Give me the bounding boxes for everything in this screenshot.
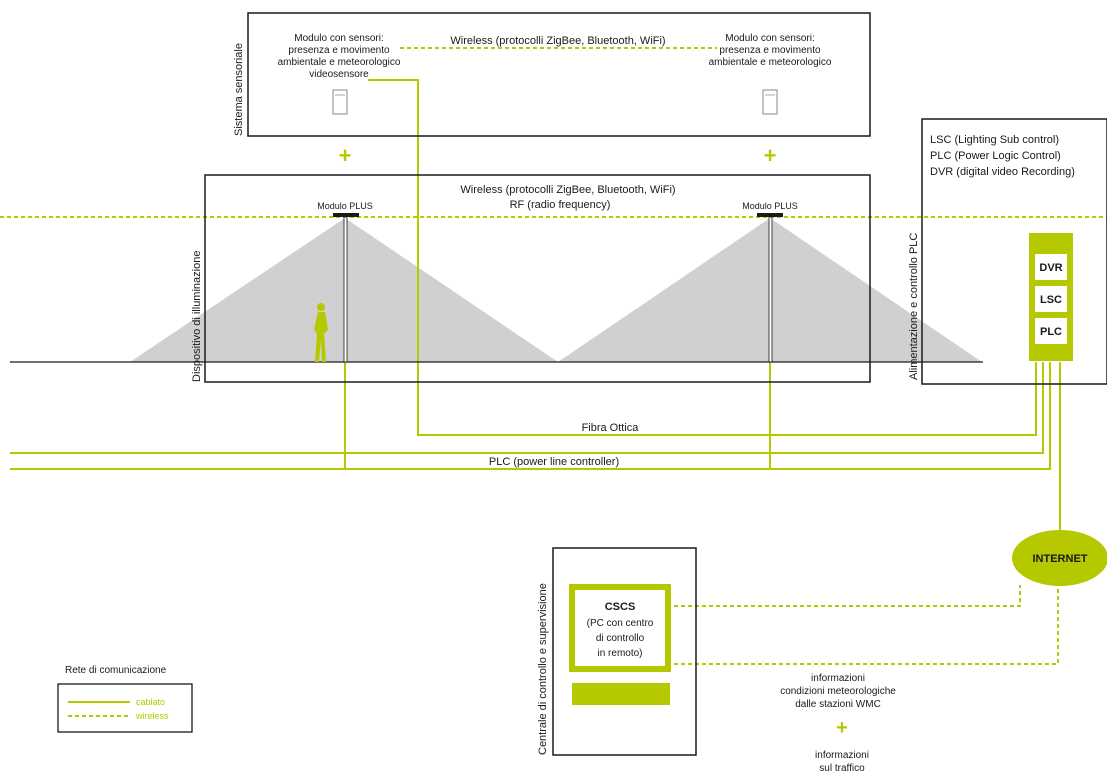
- lamp-head-left: [333, 213, 359, 217]
- dvr-unit: [1035, 254, 1067, 280]
- plc-unit-label: PLC: [1040, 326, 1062, 338]
- internet-label: INTERNET: [1033, 553, 1088, 565]
- power-control-line3: DVR (digital video Recording): [930, 166, 1075, 178]
- cscs-weather-wireless: [667, 585, 1059, 665]
- power-control-line1: LSC (Lighting Sub control): [930, 134, 1059, 146]
- fiber-optic-link: [368, 79, 1037, 436]
- sensor-module-left-line1: Modulo con sensori:: [294, 33, 384, 44]
- sensor-device-left-icon: [332, 89, 348, 115]
- cscs-line1: (PC con centro: [587, 618, 654, 629]
- plus-icon-left: +: [339, 143, 352, 168]
- power-control-title: Alimentazione e controllo PLC: [908, 233, 920, 380]
- cscs-monitor: [569, 584, 671, 672]
- wired-links: [10, 79, 1061, 538]
- plc-secondary-line: [10, 362, 1044, 454]
- sensor-wireless-label: Wireless (protocolli ZigBee, Bluetooth, …: [450, 35, 665, 47]
- sensor-module-left-line3: ambientale e meteorologico: [278, 57, 401, 68]
- traffic-info-line1: informazioni: [815, 750, 869, 761]
- plus-icon-info: +: [836, 717, 848, 739]
- fiber-optic-label: Fibra Ottica: [582, 422, 640, 434]
- modulo-plus-right-label: Modulo PLUS: [742, 201, 798, 211]
- internet-cloud: [1012, 530, 1107, 586]
- sensor-module-left-line2: presenza e movimento: [288, 45, 390, 56]
- plc-unit: [1035, 318, 1067, 344]
- power-control-box: [921, 118, 1107, 385]
- legend-wired-label: cablato: [136, 697, 165, 707]
- sensor-system-panel: Sistema sensoriale Modulo con sensori: p…: [233, 12, 871, 137]
- sensor-module-right-line2: presenza e movimento: [719, 45, 821, 56]
- modulo-plus-left-label: Modulo PLUS: [317, 201, 373, 211]
- control-center-title: Centrale di controllo e supervisione: [537, 583, 549, 755]
- lamp-head-right: [757, 213, 783, 217]
- sensor-system-box: [247, 12, 871, 137]
- wireless-links: [0, 47, 1107, 665]
- lighting-device-title: Dispositivo di illuminazione: [191, 251, 203, 382]
- lighting-wireless-line2: RF (radio frequency): [510, 199, 611, 211]
- weather-info-line3: dalle stazioni WMC: [795, 699, 881, 710]
- lamp-pole-left: [343, 216, 348, 363]
- cscs-keyboard: [572, 683, 670, 705]
- plus-icon-right: +: [764, 143, 777, 168]
- plc-power-line: [10, 362, 1051, 470]
- lighting-device-box: [204, 174, 871, 383]
- dvr-unit-label: DVR: [1039, 262, 1062, 274]
- cscs-line3: in remoto): [597, 648, 642, 659]
- pedestrian-icon: [314, 303, 328, 362]
- weather-info-line1: informazioni: [811, 673, 865, 684]
- legend-box: [57, 683, 193, 733]
- legend: Rete di comunicazione cablato wireless: [57, 665, 193, 733]
- sensor-module-right-line1: Modulo con sensori:: [725, 33, 815, 44]
- lighting-device-panel: Dispositivo di illuminazione Wireless (p…: [191, 174, 871, 383]
- power-control-line2: PLC (Power Logic Control): [930, 150, 1061, 162]
- power-control-panel: Alimentazione e controllo PLC LSC (Light…: [908, 118, 1107, 385]
- sensor-device-right-icon: [762, 89, 778, 115]
- sensor-module-left-line4: videosensore: [309, 69, 369, 80]
- lsc-unit: [1035, 286, 1067, 312]
- control-center-box: [552, 547, 697, 756]
- cscs-line2: di controllo: [596, 633, 645, 644]
- plc-line-label: PLC (power line controller): [489, 456, 619, 468]
- lsc-unit-label: LSC: [1040, 294, 1062, 306]
- legend-title: Rete di comunicazione: [65, 665, 167, 676]
- light-beams: [130, 218, 982, 362]
- weather-info-line2: condizioni meteorologiche: [780, 686, 896, 697]
- cscs-internet-wireless: [667, 585, 1021, 607]
- traffic-info-line2: sul traffico: [819, 763, 865, 774]
- lamp-pole-right: [768, 216, 773, 363]
- legend-wireless-label: wireless: [135, 711, 169, 721]
- cscs-title: CSCS: [605, 601, 636, 613]
- lighting-wireless-line1: Wireless (protocolli ZigBee, Bluetooth, …: [460, 184, 675, 196]
- sensor-system-title: Sistema sensoriale: [233, 43, 245, 136]
- sensor-module-right-line3: ambientale e meteorologico: [709, 57, 832, 68]
- control-center-panel: Centrale di controllo e supervisione CSC…: [537, 547, 697, 756]
